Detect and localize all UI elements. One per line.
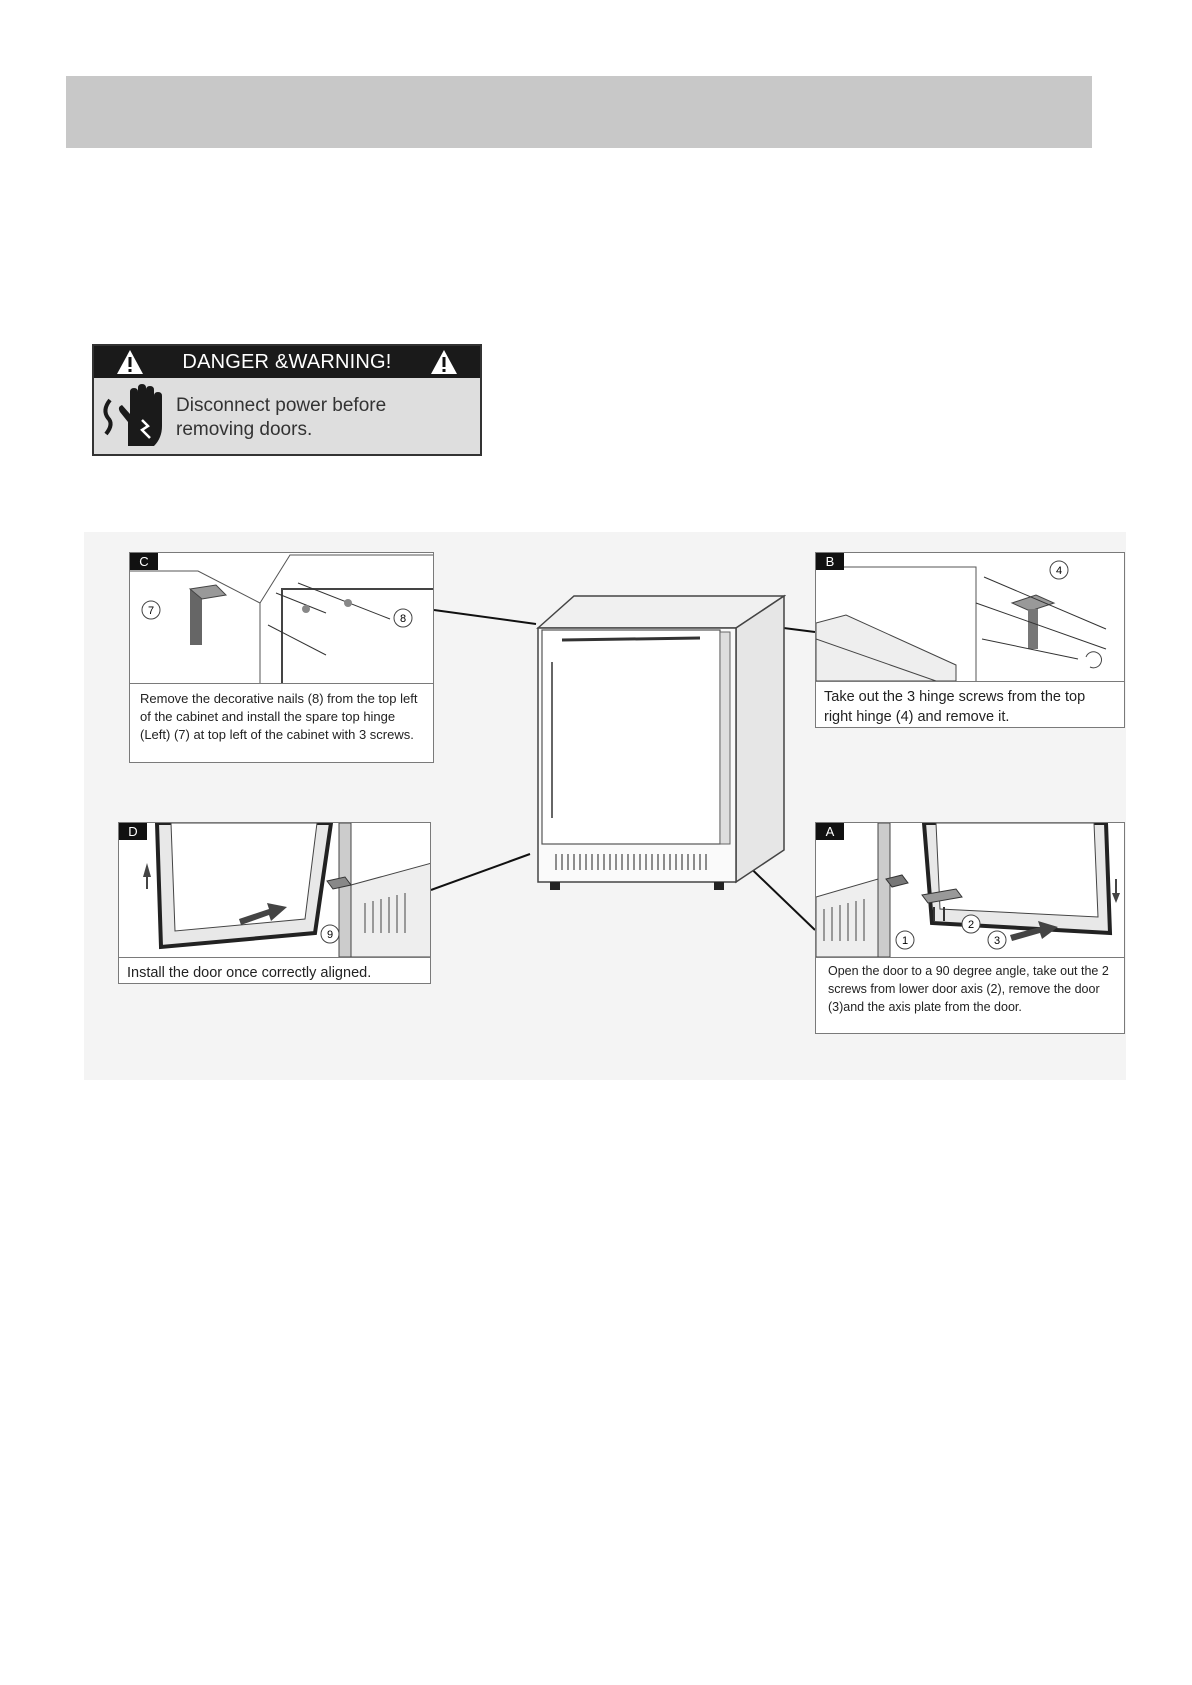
step-c-panel: C 7 8 Remove the decorative nails (8) fr… xyxy=(129,552,434,763)
step-d-panel: D 9 Install the door once correctly alig… xyxy=(118,822,431,984)
callout-2: 2 xyxy=(968,919,974,931)
callout-marker: 7 xyxy=(141,600,161,620)
warning-title: DANGER &WARNING! xyxy=(182,350,392,373)
callout-marker: 2 xyxy=(961,914,981,934)
step-tag-a: A xyxy=(816,823,844,840)
step-b-panel: B 4 Take out the 3 hinge screws from the… xyxy=(815,552,1125,728)
step-b-caption: Take out the 3 hinge screws from the top… xyxy=(824,689,1086,725)
warning-header: DANGER &WARNING! xyxy=(94,346,480,378)
electric-shock-hand-icon xyxy=(103,384,162,446)
callout-marker: 9 xyxy=(320,924,340,944)
install-door-illustration xyxy=(143,823,430,957)
danger-warning-box: DANGER &WARNING! Disconnect power before… xyxy=(92,344,482,456)
section-header-bar xyxy=(66,76,1092,148)
callout-marker: 4 xyxy=(1049,560,1069,580)
callout-1: 1 xyxy=(902,935,908,947)
callout-marker: 8 xyxy=(393,608,413,628)
top-right-hinge-illustration xyxy=(816,566,1107,681)
callout-4: 4 xyxy=(1056,565,1062,577)
step-tag-d: D xyxy=(119,823,147,840)
step-a-panel: A 1 2 3 Open the door to a 90 degree ang… xyxy=(815,822,1125,1034)
callout-9: 9 xyxy=(327,929,333,941)
step-tag-c: C xyxy=(130,553,158,570)
step-c-caption: Remove the decorative nails (8) from the… xyxy=(140,691,418,742)
warning-message: Disconnect power before removing doors. xyxy=(176,395,387,440)
top-left-hinge-illustration xyxy=(130,554,433,683)
step-tag-b: B xyxy=(816,553,844,570)
step-d-caption: Install the door once correctly aligned. xyxy=(127,965,372,981)
callout-3: 3 xyxy=(994,935,1000,947)
remove-door-illustration xyxy=(816,823,1120,957)
callout-7: 7 xyxy=(148,605,154,617)
warning-triangle-icon xyxy=(431,350,457,374)
warning-triangle-icon xyxy=(117,350,143,374)
step-a-caption: Open the door to a 90 degree angle, take… xyxy=(828,964,1109,1014)
callout-8: 8 xyxy=(400,613,406,625)
wine-cooler-illustration xyxy=(536,594,786,890)
callout-marker: 1 xyxy=(895,930,915,950)
callout-marker: 3 xyxy=(987,930,1007,950)
